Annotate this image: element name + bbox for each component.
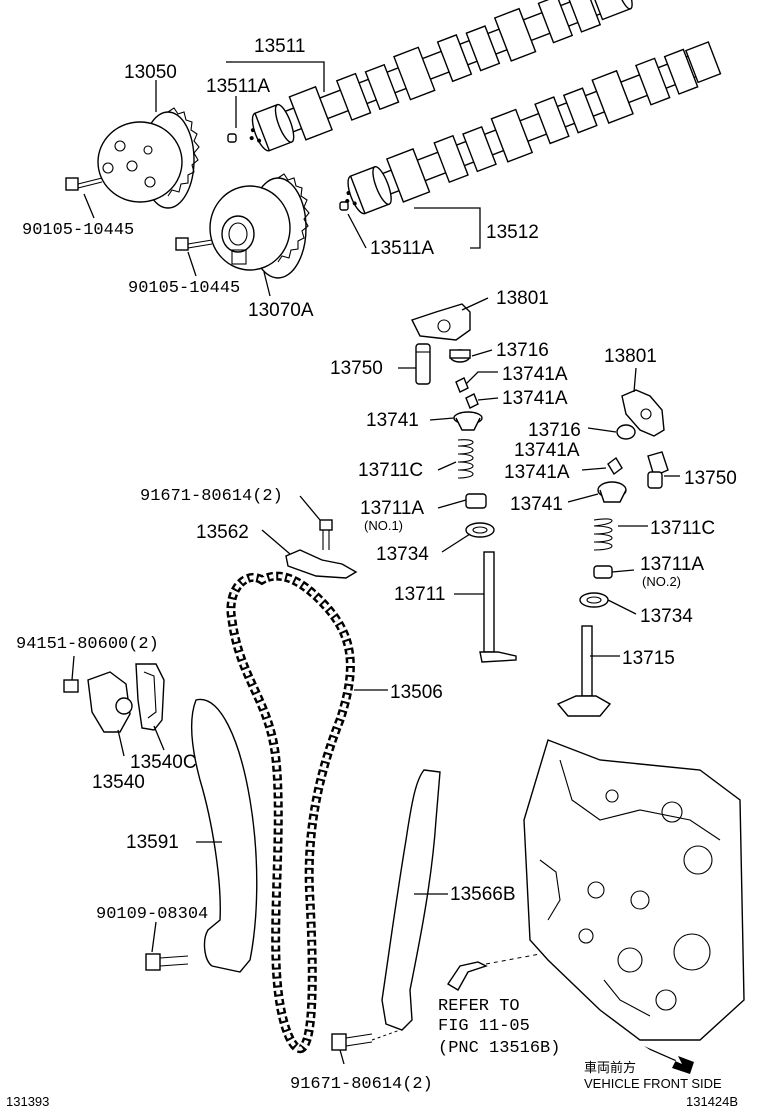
label-chain-tensioner: 13540: [92, 772, 145, 793]
label-spring-left: 13711C: [358, 460, 423, 481]
label-keeper-right-a: 13741A: [514, 440, 580, 461]
label-spring-seat-right: 13734: [640, 606, 693, 627]
label-lash-adjuster-right: 13750: [684, 468, 737, 489]
label-keeper-left-a: 13741A: [502, 364, 568, 385]
label-nut-tensioner: 94151-80600(2): [16, 635, 159, 654]
bolt-damper-drawing: [331, 1029, 401, 1051]
camshaft-pin-lower: [339, 201, 349, 211]
label-keeper-left-b: 13741A: [502, 388, 568, 409]
label-spring-seat-left: 13734: [376, 544, 429, 565]
label-bolt-intake-gear: 90105-10445: [22, 221, 134, 240]
label-retainer-left: 13741: [366, 410, 419, 431]
label-tensioner-gasket: 13540C: [130, 752, 197, 773]
label-intake-valve: 13711: [394, 584, 445, 605]
chain-damper-drawing: [381, 769, 441, 1031]
chain-slipper-drawing: [190, 698, 258, 973]
label-refer-line1: REFER TO: [438, 997, 520, 1016]
label-vibration-damper: 13566B: [450, 884, 516, 905]
label-cam-timing-gear-exhaust: 13070A: [248, 300, 314, 321]
label-refer-line2: FIG 11-05: [438, 1017, 530, 1036]
label-exhaust-valve: 13715: [622, 648, 675, 669]
camshaft-pin-upper: [227, 133, 237, 143]
bolt-slipper-drawing: [145, 953, 189, 971]
label-spring-right: 13711C: [650, 518, 715, 539]
camshaft-no1-drawing: [249, 0, 633, 152]
label-bolt-tensioner-bracket: 91671-80614(2): [140, 487, 283, 506]
label-corner-right: 131424B: [686, 1094, 738, 1109]
label-camshaft-no1: 13511: [254, 36, 305, 57]
label-refer-line3: (PNC 13516B): [438, 1039, 560, 1058]
label-shim-left: 13716: [496, 340, 549, 361]
label-cam-timing-gear-intake: 13050: [124, 62, 177, 83]
label-retainer-right: 13741: [510, 494, 563, 515]
label-oil-seal-right-note: (NO.2): [642, 574, 681, 589]
label-chain: 13506: [390, 682, 443, 703]
valvetrain-left-drawing: [411, 303, 517, 663]
bolt-intake-gear-drawing: [65, 177, 103, 191]
label-lash-adjuster-left: 13750: [330, 358, 383, 379]
label-oil-seal-right: 13711A: [640, 554, 704, 575]
label-bolt-exhaust-gear: 90105-10445: [128, 279, 240, 298]
camshaft-no2-drawing: [345, 41, 722, 215]
valvetrain-right-drawing: [556, 389, 669, 717]
cam-timing-gear-intake-drawing: [97, 107, 200, 209]
label-keeper-right-b: 13741A: [504, 462, 570, 483]
label-camshaft-pin-upper: 13511A: [206, 76, 270, 97]
label-camshaft-no2: 13512: [486, 222, 539, 243]
label-oil-seal-left-note: (NO.1): [364, 518, 403, 533]
label-corner-left: 131393: [6, 1094, 49, 1109]
tensioner-bracket-drawing: [285, 519, 358, 579]
label-bolt-slipper: 90109-08304: [96, 905, 208, 924]
label-bolt-damper: 91671-80614(2): [290, 1075, 433, 1094]
label-slipper: 13591: [126, 832, 179, 853]
label-front-side-jp: 車両前方: [584, 1060, 636, 1075]
label-oil-seal-left: 13711A: [360, 498, 424, 519]
leader-lines: [71, 61, 680, 1065]
chain-tensioner-drawing: [63, 663, 165, 733]
label-shim-right: 13716: [528, 420, 581, 441]
cam-timing-gear-exhaust-drawing: [209, 173, 310, 279]
label-rocker-arm-right: 13801: [604, 346, 657, 367]
label-camshaft-pin-lower: 13511A: [370, 238, 434, 259]
vehicle-front-arrow-icon: [644, 1046, 694, 1074]
label-front-side-en: VEHICLE FRONT SIDE: [584, 1076, 722, 1091]
bolt-exhaust-gear-drawing: [175, 237, 213, 251]
label-rocker-arm-left: 13801: [496, 288, 549, 309]
label-tensioner-bracket: 13562: [196, 522, 249, 543]
engine-block-drawing: [447, 739, 745, 1041]
